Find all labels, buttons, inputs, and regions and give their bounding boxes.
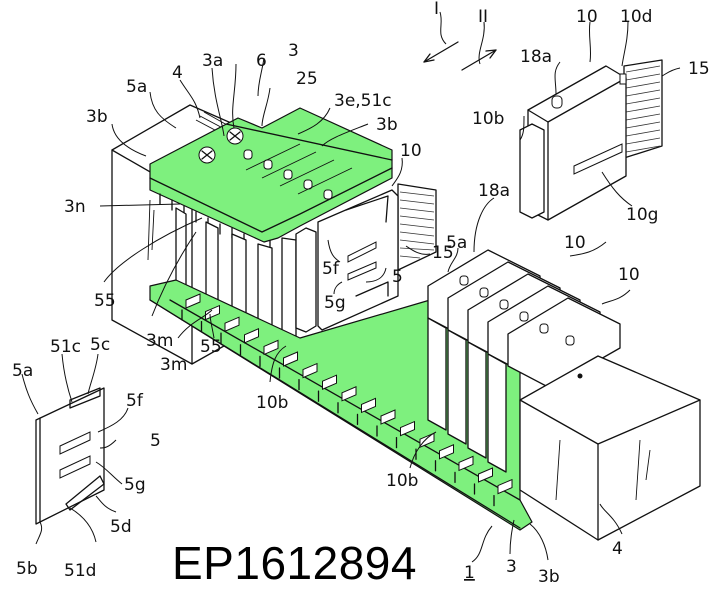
label-3a: 3a: [202, 51, 223, 71]
rail-slot: [419, 432, 435, 448]
label-3n: 3n: [64, 197, 86, 217]
clip-label-5g: 5g: [124, 475, 146, 495]
leader-lines: [21, 21, 681, 563]
label-3m-b: 3m: [160, 355, 187, 375]
cover-top-highlight: [149, 107, 393, 243]
publication-number: EP1612894: [172, 537, 417, 589]
rail-slot: [380, 409, 396, 425]
connector-modules-left: [175, 207, 317, 347]
reference-labels: 4 5a 3a 6 3 25 3e,51c 3b 3b 3n 10 15 5f …: [12, 7, 710, 587]
rail-slot: [458, 455, 474, 472]
rail-slot: [185, 293, 201, 309]
label-5g-middle: 5g: [324, 293, 346, 313]
label-3b-left: 3b: [86, 107, 108, 127]
rail-slot: [400, 420, 415, 437]
label-55-left: 55: [94, 291, 116, 311]
label-3b-bottom: 3b: [538, 567, 560, 587]
inset-label-15: 15: [688, 59, 710, 79]
rail-slot: [205, 304, 220, 321]
inset-label-10d: 10d: [620, 7, 652, 27]
rail-slot: [224, 316, 240, 332]
clip-label-5b: 5b: [16, 559, 38, 579]
rail-slot: [322, 374, 337, 390]
rail-slot: [302, 362, 318, 379]
label-5a-right: 5a: [446, 233, 467, 253]
label-3m-a: 3m: [146, 331, 173, 351]
rail-slot: [283, 351, 298, 367]
rail-slots: [181, 293, 513, 507]
clip-label-5f: 5f: [126, 391, 144, 411]
label-3b-right: 3b: [376, 115, 398, 135]
rail-slot: [244, 328, 259, 344]
label-5f-middle: 5f: [322, 259, 340, 279]
inset-label-10b: 10b: [472, 109, 504, 129]
inset-label-10g: 10g: [626, 205, 658, 225]
label-10-right-b: 10: [618, 265, 640, 285]
label-6: 6: [256, 51, 267, 71]
clip-label-51c: 51c: [50, 337, 81, 357]
module-10-middle: [317, 183, 437, 331]
rail-slot: [497, 478, 513, 495]
inset-label-18a: 18a: [520, 47, 552, 67]
direction-label-1: I: [434, 0, 439, 19]
end-block-right: [519, 355, 701, 541]
label-18a-right: 18a: [478, 181, 510, 201]
label-4-bottom: 4: [612, 539, 623, 559]
label-25: 25: [296, 69, 318, 89]
clip-label-51d: 51d: [64, 561, 96, 581]
label-10b-middle: 10b: [256, 393, 288, 413]
arrow-i-icon: [423, 41, 459, 63]
inset-label-10: 10: [576, 7, 598, 27]
label-3-bottom: 3: [506, 557, 517, 577]
clip-label-5d: 5d: [110, 517, 132, 537]
clip-label-5a: 5a: [12, 361, 33, 381]
label-10-right-a: 10: [564, 233, 586, 253]
rail-slot: [439, 444, 454, 460]
label-55-middle: 55: [200, 337, 222, 357]
label-15-middle: 15: [432, 243, 454, 263]
label-4: 4: [172, 63, 183, 83]
cover-part-3-top: [149, 107, 393, 245]
rail-slot: [263, 339, 279, 356]
label-3: 3: [288, 41, 299, 61]
direction-label-2: II: [478, 7, 488, 27]
label-3e-51c: 3e,51c: [334, 91, 392, 111]
clip-label-5c: 5c: [90, 335, 110, 355]
inset-module-10: [519, 59, 663, 221]
label-5-middle: 5: [392, 267, 403, 287]
rail-slot: [478, 467, 493, 483]
clip-label-5: 5: [150, 431, 161, 451]
label-1: 1: [464, 563, 475, 583]
rail-slot: [341, 386, 357, 402]
direction-arrows: I II: [423, 0, 497, 71]
cable-15-middle: [397, 183, 437, 271]
contact-plate-5: [35, 387, 105, 525]
label-5a: 5a: [126, 77, 147, 97]
connector-modules-right: [427, 249, 621, 473]
label-10b-low: 10b: [386, 471, 418, 491]
label-10-middle: 10: [400, 141, 422, 161]
rail-slot: [361, 397, 376, 414]
